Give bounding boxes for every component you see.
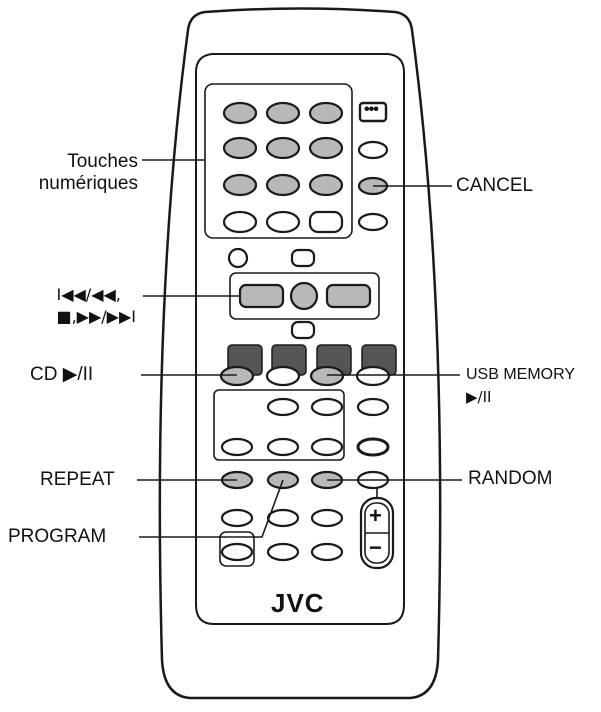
label-cd-play: CD ▶/II: [30, 364, 94, 385]
bottom-button-5[interactable]: [266, 542, 300, 562]
square-button-mid[interactable]: [290, 320, 316, 340]
numeric-key-6[interactable]: [308, 136, 344, 160]
volume-plus-label: +: [369, 503, 382, 528]
label-skip-line1: I◀◀/◀◀,: [56, 285, 121, 304]
small-round-button[interactable]: [227, 247, 249, 269]
numeric-key-8[interactable]: [265, 173, 301, 197]
ellipsis-icon: •••: [364, 101, 379, 118]
brand-logo: JVC: [271, 588, 325, 618]
square-button-top[interactable]: [290, 248, 316, 268]
numeric-key-plus10[interactable]: [308, 210, 344, 234]
stop-button[interactable]: [289, 281, 319, 311]
bottom-button-2[interactable]: [266, 508, 300, 528]
lower-button-2[interactable]: [310, 397, 344, 417]
numeric-key-5[interactable]: [265, 136, 301, 160]
lower-button-5[interactable]: [266, 437, 300, 457]
display-button[interactable]: [358, 101, 388, 123]
skip-back-button[interactable]: [238, 283, 285, 309]
lower-button-7[interactable]: [356, 437, 390, 457]
cd-play-button[interactable]: [219, 365, 255, 387]
label-numeric-keys-line2: numériques: [38, 173, 138, 194]
side-button-1[interactable]: [357, 140, 389, 160]
bottom-button-4[interactable]: [220, 542, 254, 562]
numeric-key-9[interactable]: [308, 173, 344, 197]
label-numeric-keys-line1: Touches: [67, 151, 138, 172]
label-usb-memory-line1: USB MEMORY: [466, 366, 576, 383]
side-button-3[interactable]: [357, 212, 389, 232]
numeric-key-2[interactable]: [265, 101, 301, 125]
label-cancel: CANCEL: [456, 175, 534, 196]
source-sub-button-2[interactable]: [265, 365, 301, 387]
leader-program: [139, 479, 284, 538]
label-random: RANDOM: [468, 468, 553, 489]
volume-minus-label: −: [369, 535, 382, 560]
label-usb-memory: USB MEMORY ▶/II: [466, 364, 575, 408]
usb-play-button[interactable]: [309, 365, 345, 387]
skip-forward-button[interactable]: [325, 283, 372, 309]
label-usb-memory-line2: ▶/II: [466, 388, 492, 406]
numeric-key-3[interactable]: [308, 101, 344, 125]
lower-button-6[interactable]: [310, 437, 344, 457]
numeric-keypad-group: [204, 83, 353, 239]
lower-group: [213, 389, 345, 461]
label-skip: I◀◀/◀◀, ■,▶▶/▶▶I: [56, 284, 136, 328]
numeric-key-4[interactable]: [222, 136, 258, 160]
bottom-button-3[interactable]: [310, 508, 344, 528]
label-repeat: REPEAT: [40, 469, 115, 490]
numeric-key-7[interactable]: [222, 173, 258, 197]
label-numeric-keys: Touches numériques: [39, 151, 138, 195]
numeric-key-0[interactable]: [265, 210, 301, 234]
label-skip-line2: ■,▶▶/▶▶I: [56, 307, 136, 326]
lower-button-1[interactable]: [266, 397, 300, 417]
source-sub-button-4[interactable]: [355, 365, 391, 387]
bottom-button-1[interactable]: [220, 508, 254, 528]
label-program: PROGRAM: [8, 526, 107, 547]
numeric-key-10[interactable]: [222, 210, 258, 234]
lower-button-3[interactable]: [356, 397, 390, 417]
bottom-button-6[interactable]: [310, 542, 344, 562]
volume-rocker[interactable]: [359, 488, 395, 570]
lower-button-4[interactable]: [220, 437, 254, 457]
numeric-key-1[interactable]: [222, 101, 258, 125]
